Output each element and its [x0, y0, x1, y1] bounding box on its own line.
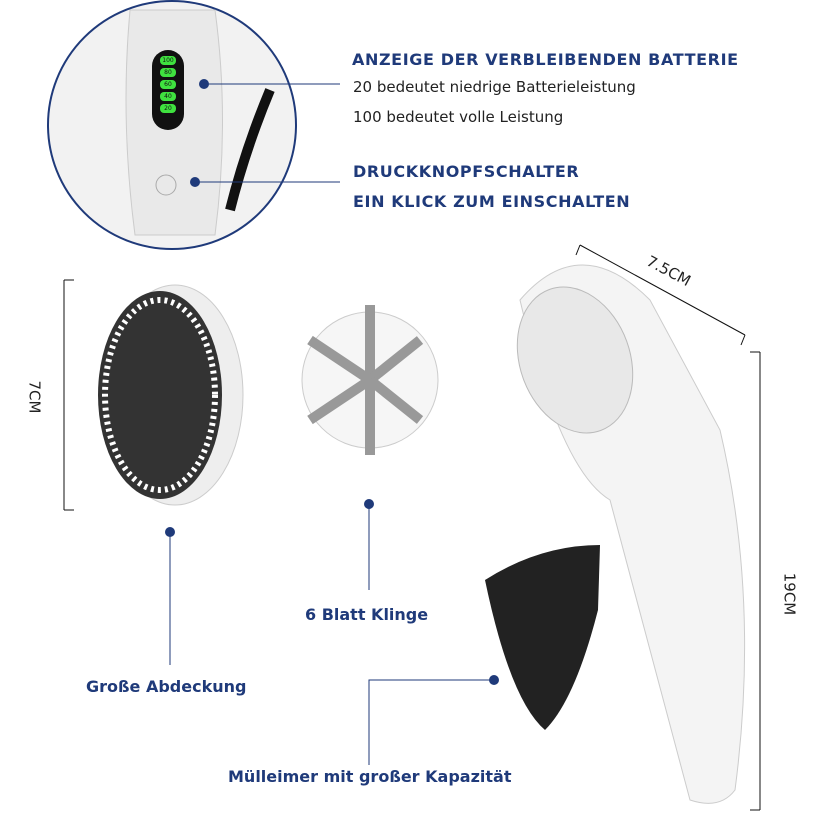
battery-level: 80 [160, 68, 176, 77]
switch-callout-line1: EIN KLICK ZUM EINSCHALTEN [353, 192, 631, 211]
blade-label: 6 Blatt Klinge [305, 605, 429, 624]
battery-level: 40 [160, 92, 176, 101]
switch-callout-title: DRUCKKNOPFSCHALTER [353, 162, 580, 181]
battery-level: 20 [160, 104, 176, 113]
battery-callout-line1: 20 bedeutet niedrige Batterieleistung [353, 78, 636, 96]
battery-indicator: 100 80 60 40 20 [152, 50, 184, 130]
bin-label: Mülleimer mit großer Kapazität [228, 767, 512, 786]
device-length-dimension: 19CM [780, 572, 799, 616]
cover-height-dimension: 7CM [25, 380, 44, 414]
battery-callout-title: ANZEIGE DER VERBLEIBENDEN BATTERIE [352, 50, 739, 69]
bin-image [485, 545, 600, 730]
battery-callout-line2: 100 bedeutet volle Leistung [353, 108, 564, 126]
battery-level: 100 [160, 56, 176, 65]
power-button-icon [155, 174, 177, 196]
cover-label: Große Abdeckung [86, 677, 247, 696]
battery-level: 60 [160, 80, 176, 89]
